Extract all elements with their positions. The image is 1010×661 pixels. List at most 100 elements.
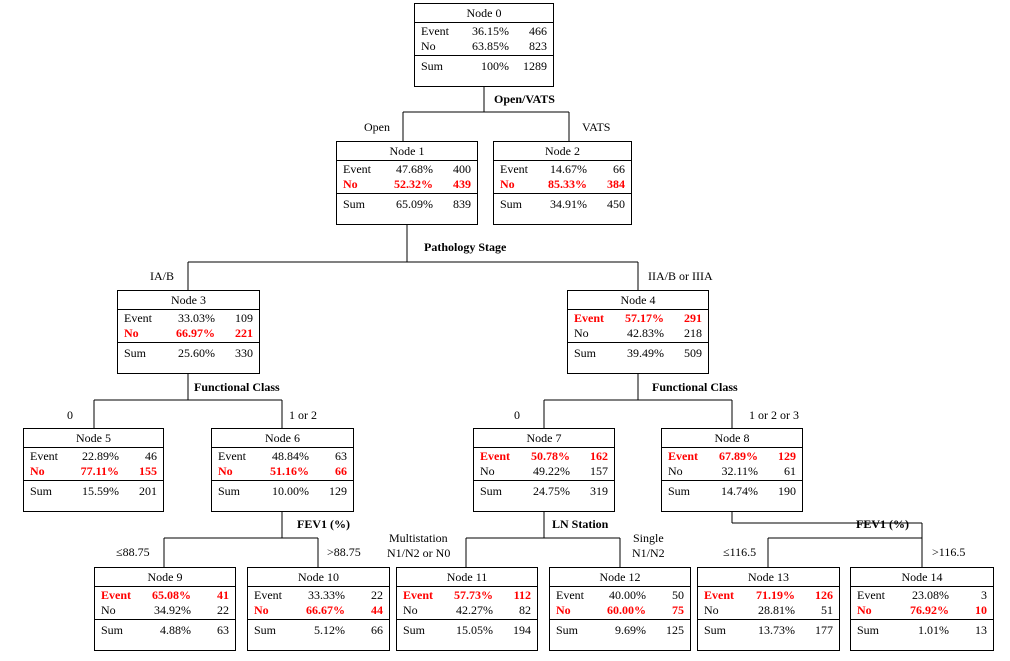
row-count: 51 [821, 603, 833, 617]
row-count: 450 [607, 197, 625, 211]
row-percent: 22.89% [82, 449, 119, 463]
edge-label-le-88-75: ≤88.75 [116, 545, 150, 559]
row-percent: 60.00% [607, 603, 646, 617]
row-percent: 15.05% [456, 623, 493, 637]
row-percent: 25.60% [178, 346, 215, 360]
row-count: 466 [529, 24, 547, 38]
row-count: 1289 [523, 59, 547, 73]
row-label: No [254, 603, 269, 617]
row-count: 10 [975, 603, 987, 617]
row-label: Sum [500, 197, 523, 211]
row-percent: 48.84% [272, 449, 309, 463]
edge-label-n1n2-or-n0: N1/N2 or N0 [387, 546, 451, 560]
split-label-fev1-node6: FEV1 (%) [297, 517, 350, 531]
row-label: Sum [480, 484, 503, 498]
node-title: Node 0 [415, 4, 553, 23]
node-title: Node 11 [397, 568, 537, 587]
row-count: 194 [513, 623, 531, 637]
row-count: 509 [684, 346, 702, 360]
row-count: 384 [607, 177, 625, 191]
row-label: Event [421, 24, 449, 38]
row-label: No [124, 326, 139, 340]
row-label: Sum [30, 484, 53, 498]
row-label: Event [574, 311, 604, 325]
row-label: Event [30, 449, 58, 463]
node-title: Node 4 [568, 291, 708, 310]
row-label: No [556, 603, 571, 617]
row-percent: 33.03% [178, 311, 215, 325]
row-percent: 40.00% [609, 588, 646, 602]
node-title: Node 7 [474, 429, 614, 448]
row-count: 157 [590, 464, 608, 478]
row-label: Sum [101, 623, 124, 637]
row-label: Sum [668, 484, 691, 498]
row-percent: 85.33% [548, 177, 587, 191]
row-label: No [668, 464, 683, 478]
row-count: 823 [529, 39, 547, 53]
node-title: Node 1 [337, 142, 477, 161]
row-percent: 28.81% [758, 603, 795, 617]
row-percent: 15.59% [82, 484, 119, 498]
row-label: Sum [254, 623, 277, 637]
edge-label-single: Single [633, 531, 664, 545]
edge-label-le-116-5: ≤116.5 [723, 545, 757, 559]
node-title: Node 10 [248, 568, 389, 587]
row-label: Event [254, 588, 282, 602]
row-count: 439 [453, 177, 471, 191]
row-label: No [30, 464, 45, 478]
row-percent: 65.09% [396, 197, 433, 211]
edge-label-0-node3: 0 [67, 408, 73, 422]
row-percent: 76.92% [910, 603, 949, 617]
edge-label-1-or-2: 1 or 2 [289, 408, 317, 422]
row-percent: 13.73% [758, 623, 795, 637]
split-label-fev1-node8: FEV1 (%) [856, 517, 909, 531]
edge-label-iia-b-or-iiia: IIA/B or IIIA [648, 269, 713, 283]
row-percent: 14.74% [721, 484, 758, 498]
row-count: 126 [815, 588, 833, 602]
row-label: Event [101, 588, 131, 602]
row-percent: 47.68% [396, 162, 433, 176]
row-label: Event [857, 588, 885, 602]
split-label-pathology-stage: Pathology Stage [424, 240, 507, 254]
row-percent: 65.08% [152, 588, 191, 602]
split-label-open-vats: Open/VATS [494, 92, 555, 106]
row-percent: 14.67% [550, 162, 587, 176]
row-count: 50 [672, 588, 684, 602]
